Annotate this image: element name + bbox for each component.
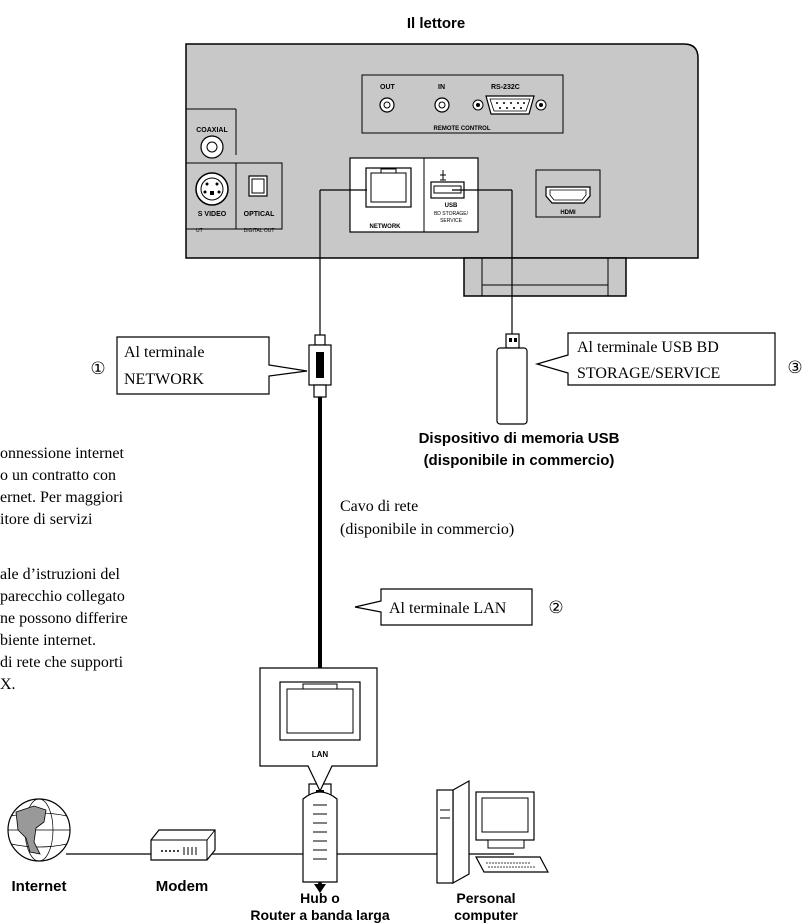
optical-label: OPTICAL [244,211,275,218]
lan-port [279,681,361,741]
note-line-6: ale d’istruzioni del [0,566,121,583]
rs232c-label: RS-232C [491,84,520,91]
remote-control-box [361,74,564,134]
ut-label: UT [196,228,203,234]
note-line-8: ne possono differire [0,610,128,627]
player-foot [463,257,627,297]
computer-icon [436,779,549,885]
hub-label-1: Hub o [300,890,340,906]
lan-port-box: LAN [259,667,378,793]
cable-caption-2: (disponibile in commercio) [340,521,514,538]
note-line-3: ernet. Per maggiori [0,489,124,506]
s-video-jack [195,172,229,206]
lan-label: LAN [312,750,329,759]
note-line-1: onnessione internet [0,445,125,462]
player-rear-panel: OUT IN RS-232C REMOTE CONTROL COA [185,43,699,297]
in-label: IN [438,84,445,91]
globe-icon [7,798,71,862]
usb-device-caption-1: Dispositivo di memoria USB [419,430,620,447]
callout-network-line2: NETWORK [124,371,204,388]
note-line-9: biente internet. [0,632,96,649]
note-line-2: o un contratto con [0,467,116,484]
note-line-11: X. [0,676,16,693]
hdmi-port [545,186,591,204]
optical-jack [248,175,268,197]
network-port [365,167,412,208]
callout-usb: Al terminale USB BD STORAGE/SERVICE ③ [534,332,803,386]
remote-control-label: REMOTE CONTROL [434,126,491,132]
diagram-title: Il lettore [407,15,465,32]
callout-number-2: ② [548,598,563,617]
usb-cable [452,189,513,334]
network-connector-upper [308,334,332,398]
rs232c-port [472,95,547,115]
notes-text: onnessione internet o un contratto con e… [0,445,128,693]
callout-usb-line2: STORAGE/SERVICE [577,365,720,382]
pc-label-1: Personal [456,890,515,906]
note-line-4: itore di servizi [0,511,93,528]
usb-port-sub1: BD STORAGE/ [434,211,469,217]
digital-out-label: DIGITAL OUT [244,228,275,234]
note-line-10: di rete che supporti [0,654,124,671]
cable-caption-1: Cavo di rete [340,498,418,515]
coaxial-jack [200,135,224,159]
callout-usb-line1: Al terminale USB BD [577,339,719,356]
modem-icon [150,829,216,861]
usb-port-label: USB [445,203,458,209]
note-line-7: parecchio collegato [0,588,125,605]
callout-number-1: ① [90,359,105,378]
callout-lan: Al terminale LAN ② [354,588,564,626]
network-port-label: NETWORK [370,224,402,230]
usb-stick [496,333,528,425]
hdmi-label: HDMI [560,210,576,216]
callout-network: Al terminale NETWORK ① [90,336,308,395]
out-label: OUT [380,84,396,91]
internet-label: Internet [11,878,66,895]
callout-number-3: ③ [787,358,802,377]
router-icon [302,791,338,883]
callout-lan-line1: Al terminale LAN [389,600,507,617]
usb-device-caption-2: (disponibile in commercio) [424,452,615,469]
modem-label: Modem [156,878,209,895]
remote-in-jack [434,97,450,113]
coaxial-label: COAXIAL [196,127,228,134]
pc-label-2: computer [454,907,518,923]
network-cable-upper [319,189,367,335]
usb-port-sub2: SERVICE [440,218,463,224]
hub-label-2: Router a banda larga [250,907,389,923]
remote-out-jack [379,97,395,113]
callout-network-line1: Al terminale [124,344,204,361]
s-video-label: S VIDEO [198,211,227,218]
